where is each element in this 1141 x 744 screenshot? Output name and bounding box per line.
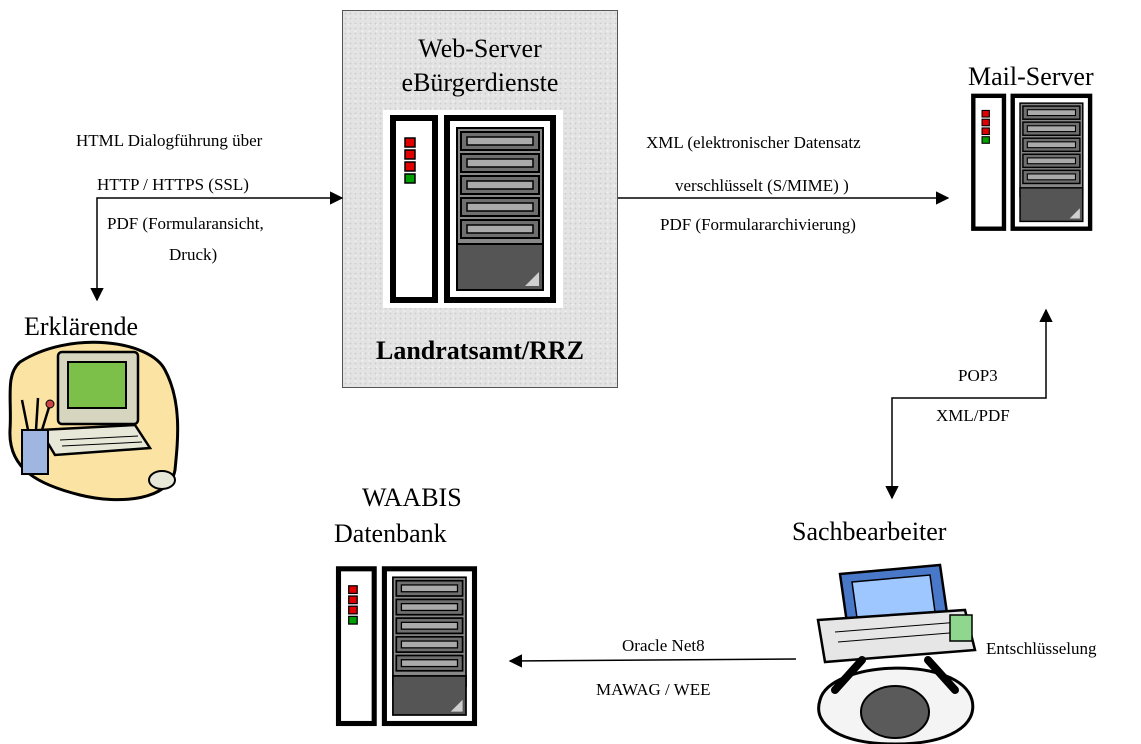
mail-server-rack-icon (966, 90, 1097, 235)
sachbearbeiter-title: Sachbearbeiter (792, 517, 947, 546)
left-link-line3: PDF (Formularansicht, (107, 214, 264, 233)
right-link-line2: verschlüsselt (S/MIME) ) (675, 176, 849, 195)
waabis-subtitle: Datenbank (334, 519, 447, 548)
person-at-computer-icon (816, 563, 977, 744)
pop3-arrow (885, 308, 1053, 500)
web-server-subtitle: eBürgerdienste (401, 68, 559, 97)
mail-server-title: Mail-Server (968, 62, 1094, 91)
waabis-title: WAABIS (362, 483, 462, 512)
pop3-label: POP3 (958, 366, 998, 385)
web-server-title: Web-Server (418, 34, 542, 63)
erklaerende-title: Erklärende (24, 312, 139, 341)
waabis-server-rack-icon (330, 562, 483, 730)
left-link-line4: Druck) (169, 245, 218, 264)
right-link-line1: XML (elektronischer Datensatz (646, 133, 861, 152)
mawag-wee-label: MAWAG / WEE (596, 680, 711, 699)
left-link-line2: HTTP / HTTPS (SSL) (97, 175, 249, 194)
web-server-rack-icon (383, 110, 563, 308)
xml-pdf-label: XML/PDF (936, 406, 1010, 425)
web-server-footer: Landratsamt/RRZ (375, 336, 584, 365)
desktop-computer-icon (8, 340, 180, 502)
left-link-line1: HTML Dialogführung über (76, 131, 263, 150)
oracle-net8-label: Oracle Net8 (622, 636, 705, 655)
html-dialog-arrow (90, 191, 344, 302)
right-link-line3: PDF (Formulararchivierung) (660, 215, 856, 234)
entschluesselung-label: Entschlüsselung (986, 639, 1097, 658)
oracle-net8-arrow (508, 654, 797, 668)
